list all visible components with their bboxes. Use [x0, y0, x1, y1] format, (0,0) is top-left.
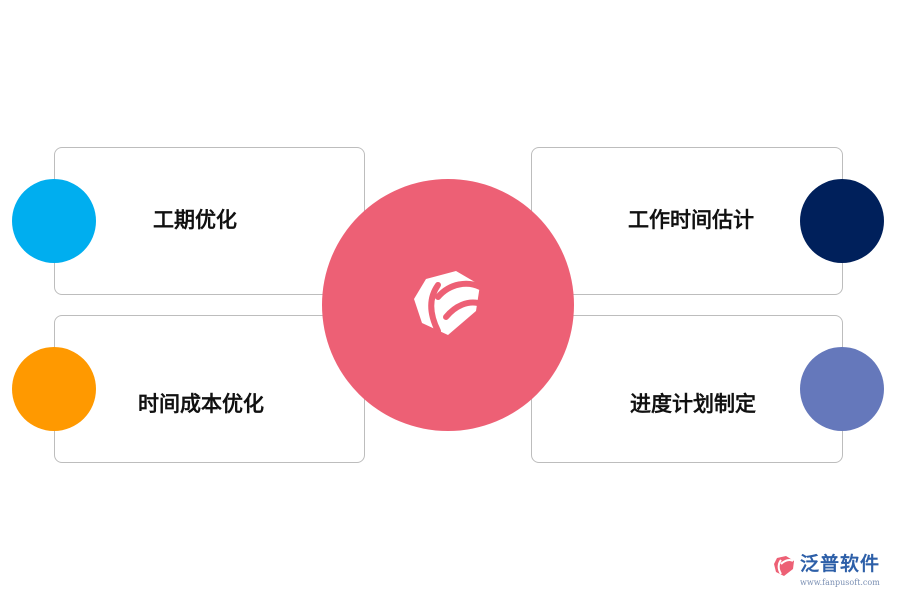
card-label: 工作时间估计: [628, 208, 754, 232]
card-time-cost-optimization: 时间成本优化: [54, 315, 365, 463]
card-label: 进度计划制定: [630, 392, 756, 416]
card-schedule-optimization: 工期优化: [54, 147, 365, 295]
dot-blue: [12, 179, 96, 263]
card-schedule-planning: 进度计划制定: [531, 315, 843, 463]
brand-watermark: 泛普软件 www.fanpusoft.com: [772, 552, 894, 598]
watermark-url: www.fanpusoft.com: [800, 578, 880, 587]
dot-periwinkle: [800, 347, 884, 431]
card-label: 时间成本优化: [138, 392, 264, 416]
card-work-time-estimate: 工作时间估计: [531, 147, 843, 295]
dot-navy: [800, 179, 884, 263]
center-hub: [322, 179, 574, 431]
watermark-name: 泛普软件: [800, 553, 881, 575]
dot-orange: [12, 347, 96, 431]
card-label: 工期优化: [153, 208, 237, 232]
brand-logo-icon: [414, 271, 483, 335]
watermark-logo-icon: [774, 556, 794, 576]
